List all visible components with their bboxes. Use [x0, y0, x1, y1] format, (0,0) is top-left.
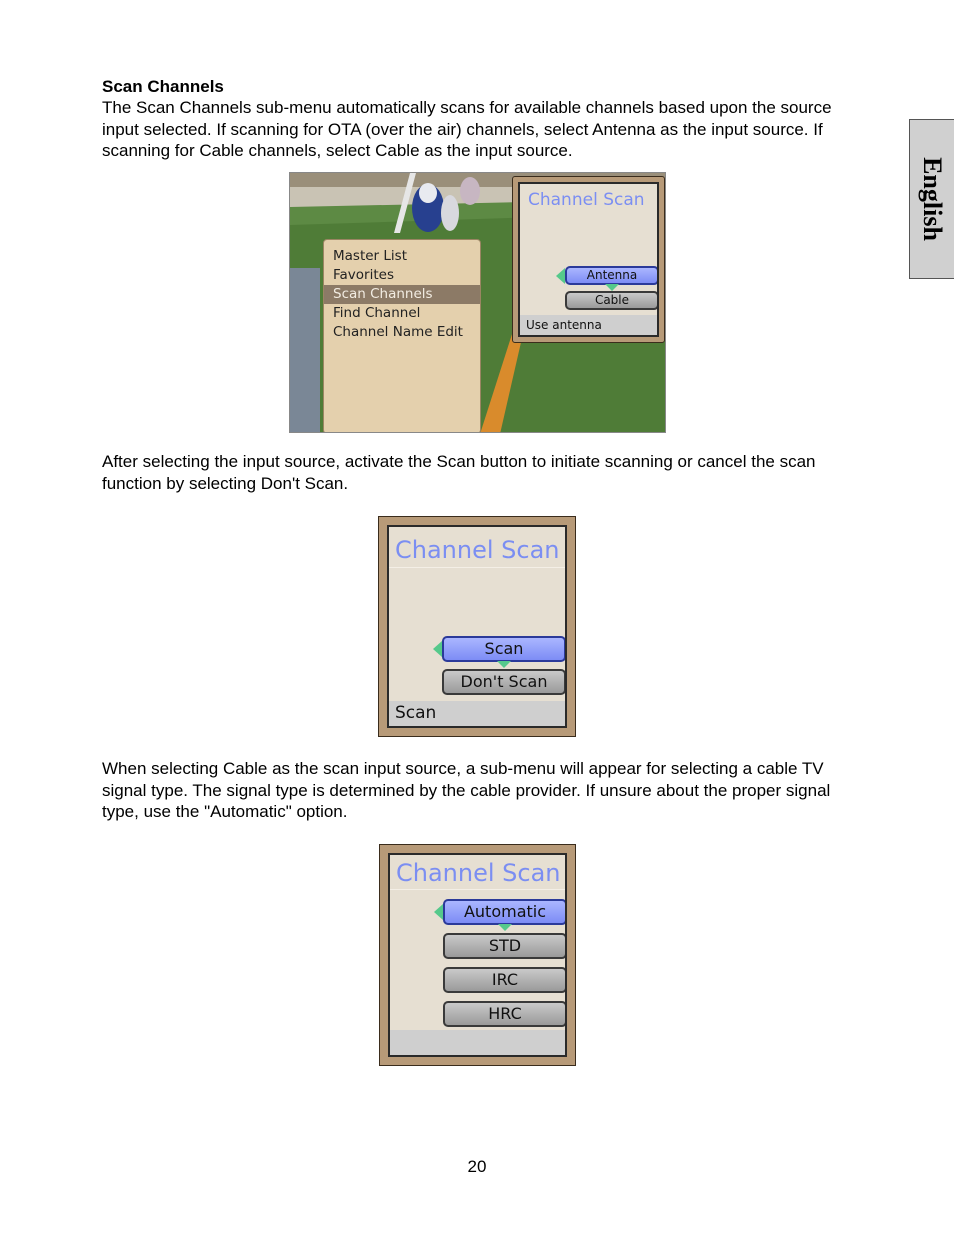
selection-down-arrow-icon	[497, 661, 511, 668]
option-button[interactable]: Automatic	[443, 899, 565, 925]
option-button[interactable]: IRC	[443, 967, 565, 993]
language-tab: English	[909, 119, 954, 279]
option-button[interactable]: Scan	[442, 636, 565, 662]
section-heading: Scan Channels	[102, 77, 224, 96]
option-button[interactable]: Don't Scan	[442, 669, 565, 695]
menu-item[interactable]: Favorites	[333, 267, 394, 283]
status-text: Scan	[389, 701, 565, 726]
status-text: Use antenna	[520, 315, 657, 335]
intro-paragraph: The Scan Channels sub-menu automatically…	[102, 98, 832, 161]
selection-left-arrow-icon	[434, 904, 443, 920]
selection-down-arrow-icon	[605, 284, 619, 291]
language-tab-label: English	[918, 157, 947, 241]
menu-item[interactable]: Scan Channels	[324, 285, 480, 304]
menu-item[interactable]: Find Channel	[333, 305, 421, 321]
menu-item[interactable]: Master List	[333, 248, 407, 264]
selection-left-arrow-icon	[556, 267, 565, 284]
channel-scan-title: Channel Scan	[528, 190, 645, 210]
option-button[interactable]: Cable	[565, 291, 657, 310]
cable-paragraph: When selecting Cable as the scan input s…	[102, 759, 831, 822]
scan-paragraph: After selecting the input source, activa…	[102, 452, 816, 493]
option-button[interactable]: STD	[443, 933, 565, 959]
selection-left-arrow-icon	[433, 641, 442, 657]
selection-down-arrow-icon	[498, 924, 512, 931]
channel-scan-title: Channel Scan	[395, 536, 560, 564]
page-number: 20	[467, 1157, 487, 1176]
menu-item[interactable]: Channel Name Edit	[333, 324, 463, 340]
option-button[interactable]: HRC	[443, 1001, 565, 1027]
status-bar	[390, 1030, 565, 1055]
option-button[interactable]: Antenna	[565, 266, 657, 285]
channel-scan-title: Channel Scan	[396, 859, 561, 887]
